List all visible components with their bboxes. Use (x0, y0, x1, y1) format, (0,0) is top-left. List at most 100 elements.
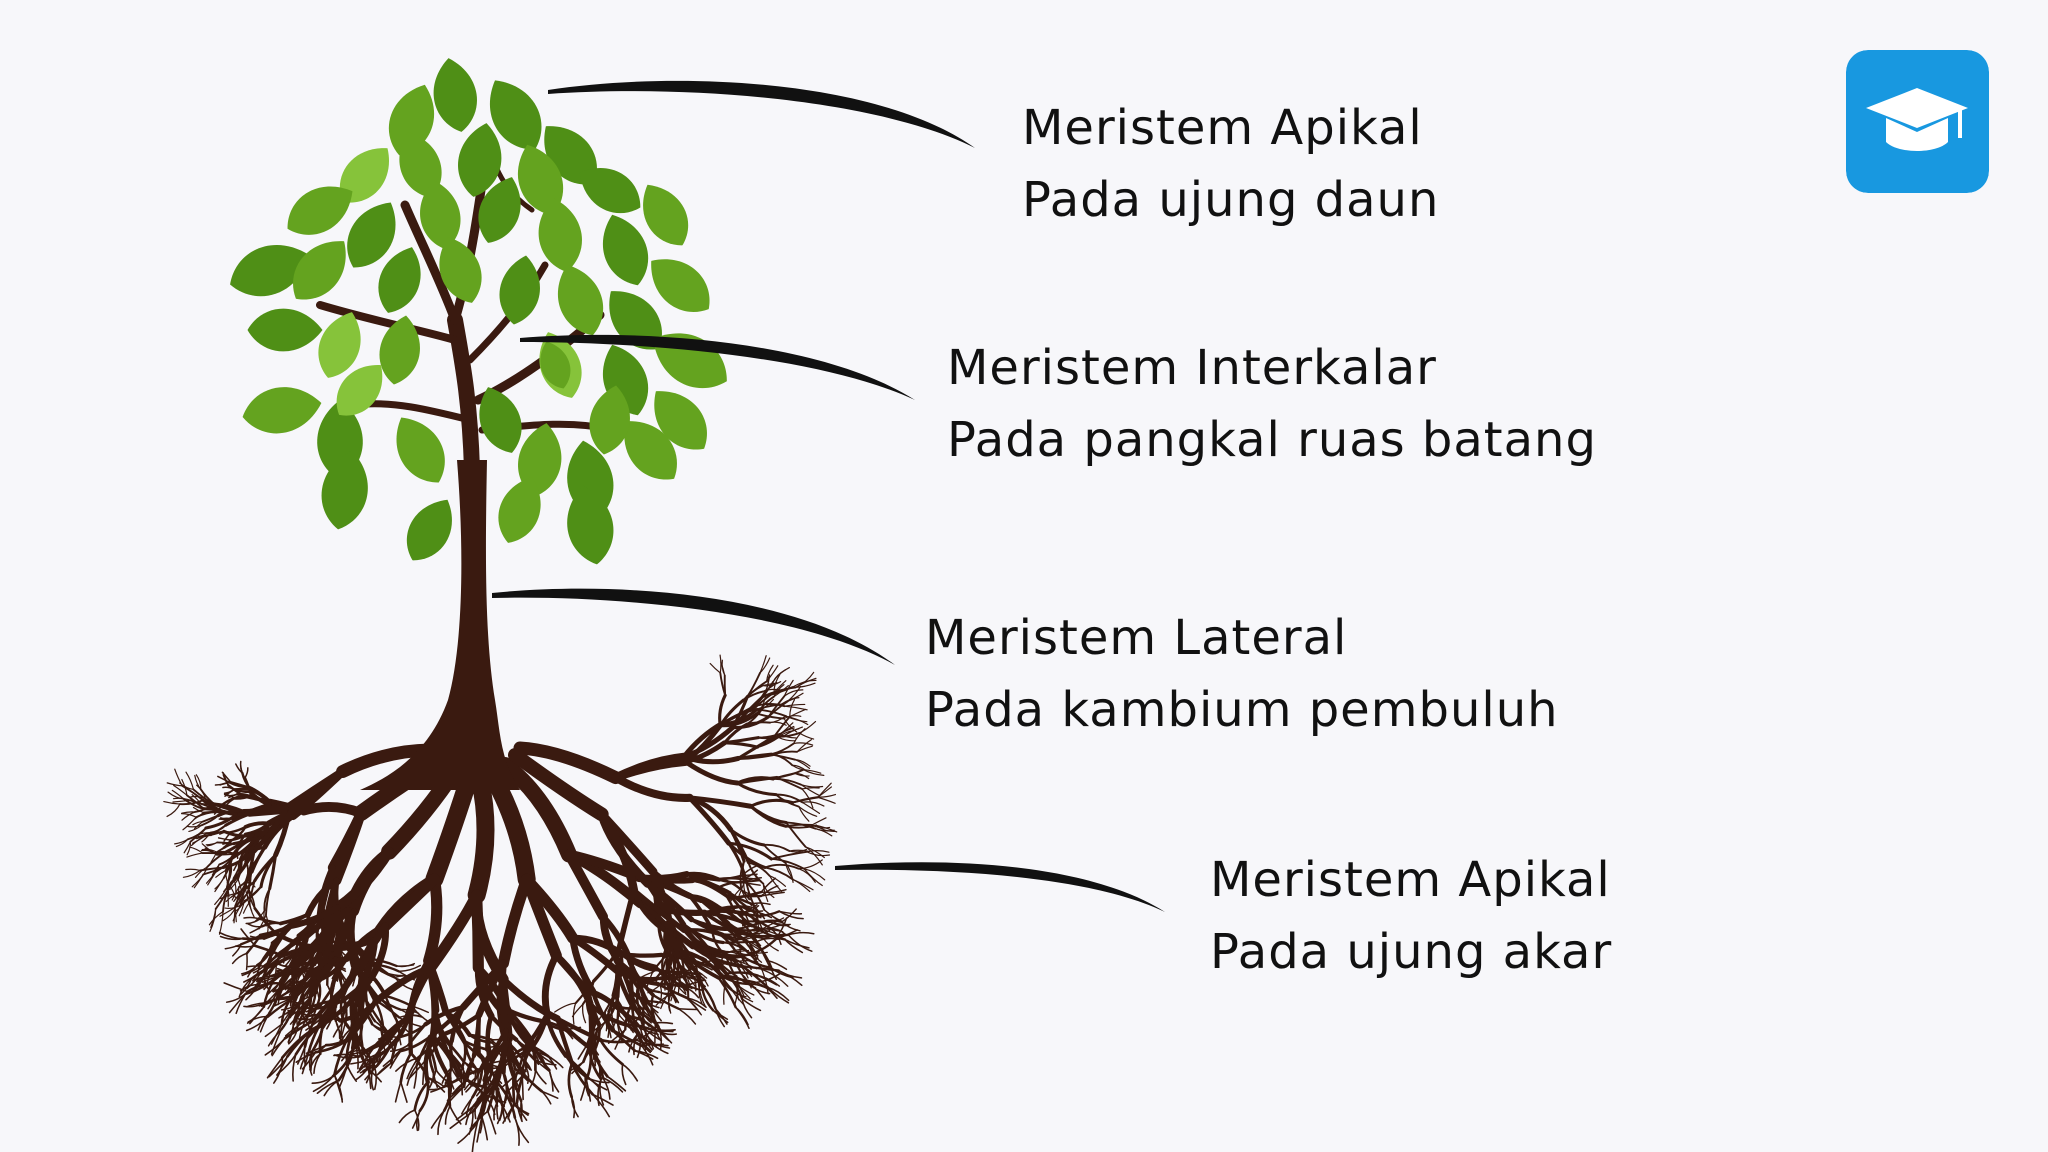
graduation-cap-icon (1846, 50, 1989, 193)
root (806, 851, 831, 857)
root (498, 959, 510, 1034)
root (718, 693, 727, 728)
root (571, 1003, 584, 1018)
root (684, 872, 722, 882)
root (193, 821, 204, 829)
root (564, 849, 608, 922)
root (226, 797, 236, 806)
root (348, 908, 362, 969)
root (659, 984, 663, 1004)
root (647, 1000, 663, 1004)
root (761, 917, 785, 930)
root (717, 909, 744, 916)
root (591, 1021, 596, 1044)
root (651, 993, 680, 1010)
root (685, 971, 705, 979)
root (740, 954, 772, 969)
root (536, 1050, 546, 1064)
root (377, 1036, 399, 1040)
root (476, 1081, 499, 1121)
root (534, 1069, 547, 1085)
root (364, 1065, 378, 1081)
root (413, 1064, 418, 1089)
leaves (230, 58, 727, 565)
root (746, 671, 761, 698)
leaf (651, 259, 710, 312)
leaf (609, 291, 662, 350)
root (210, 851, 218, 863)
root (732, 927, 764, 942)
root (770, 850, 808, 860)
root (465, 1054, 476, 1083)
root (395, 1057, 419, 1072)
root (166, 803, 181, 818)
leaf (538, 198, 582, 272)
leaf (518, 144, 564, 216)
root (392, 1044, 410, 1059)
root (367, 1068, 372, 1090)
root (248, 879, 256, 903)
root (496, 1100, 499, 1120)
root (423, 1033, 444, 1063)
root (461, 1039, 467, 1067)
root (174, 838, 189, 845)
root (806, 850, 830, 853)
root (769, 927, 787, 936)
root (281, 982, 301, 990)
root (301, 1051, 317, 1070)
root (229, 878, 239, 891)
root (721, 940, 758, 944)
root (413, 1109, 420, 1131)
root (418, 1080, 430, 1113)
leaf (247, 308, 323, 352)
root (592, 945, 622, 983)
root (406, 1057, 419, 1080)
root (501, 1072, 518, 1088)
root (209, 908, 217, 932)
root (399, 1051, 413, 1084)
root (295, 1051, 317, 1063)
root (251, 976, 264, 992)
root (773, 685, 789, 698)
root (212, 802, 246, 814)
root (718, 712, 759, 728)
root (772, 772, 796, 780)
root (745, 881, 759, 914)
root (525, 1067, 530, 1084)
root (717, 886, 735, 911)
root (794, 759, 811, 770)
root (750, 983, 766, 1001)
root (249, 901, 255, 918)
root (223, 788, 235, 794)
leaf (379, 315, 420, 385)
root (182, 869, 201, 878)
root (221, 849, 256, 869)
root (335, 1020, 341, 1040)
root (785, 862, 794, 883)
root (219, 906, 237, 917)
root (396, 1022, 427, 1039)
root (773, 680, 787, 693)
root (222, 882, 232, 913)
root (240, 767, 246, 779)
root (243, 972, 262, 983)
leaf (558, 264, 604, 336)
root (683, 973, 697, 988)
root (238, 977, 253, 998)
root (610, 984, 619, 1014)
root (329, 986, 335, 1010)
root (282, 767, 347, 813)
root (709, 662, 721, 674)
leaf (567, 485, 614, 565)
root (611, 757, 690, 782)
root (777, 736, 796, 742)
root (804, 846, 825, 859)
root (197, 834, 212, 838)
root (769, 721, 787, 726)
root (288, 904, 341, 929)
root (734, 950, 752, 971)
root (370, 1065, 376, 1091)
root (191, 873, 204, 888)
root (288, 1011, 310, 1017)
root (769, 875, 787, 887)
